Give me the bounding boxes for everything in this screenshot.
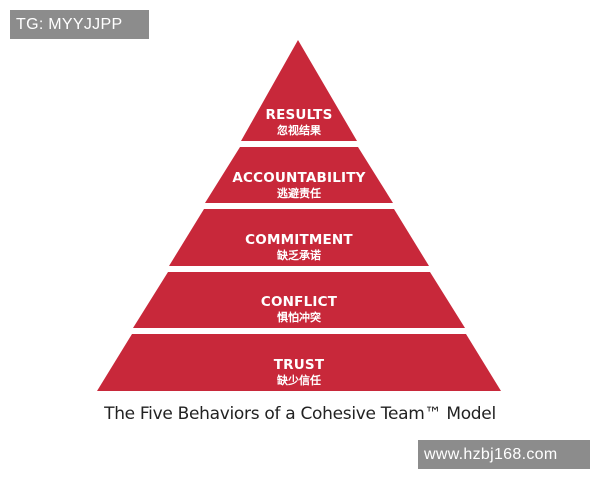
pyramid-diagram: RESULTS 忽视结果 ACCOUNTABILITY 逃避责任 COMMITM…: [97, 40, 501, 391]
tier-conflict-sublabel: 惧怕冲突: [277, 310, 321, 324]
tier-results-shape: [241, 40, 357, 141]
tier-commitment-sublabel: 缺乏承诺: [276, 248, 321, 262]
tier-results-sublabel: 忽视结果: [277, 123, 321, 137]
watermark-top-left: TG: MYYJJPP: [10, 10, 149, 39]
diagram-caption: The Five Behaviors of a Cohesive Team™ M…: [104, 404, 496, 424]
tier-accountability-sublabel: 逃避责任: [277, 186, 321, 200]
tier-trust-sublabel: 缺少信任: [276, 373, 321, 387]
tier-accountability-shape: [205, 147, 393, 203]
tier-accountability-label: ACCOUNTABILITY: [232, 170, 365, 186]
tier-trust-label: TRUST: [274, 357, 325, 373]
tier-conflict-shape: [133, 272, 465, 328]
watermark-bottom-right: www.hzbj168.com: [418, 440, 590, 469]
tier-commitment-label: COMMITMENT: [245, 232, 353, 248]
tier-trust-shape: [97, 334, 501, 391]
tier-commitment-shape: [169, 209, 429, 266]
tier-results-label: RESULTS: [265, 107, 332, 123]
tier-conflict-label: CONFLICT: [261, 294, 338, 310]
